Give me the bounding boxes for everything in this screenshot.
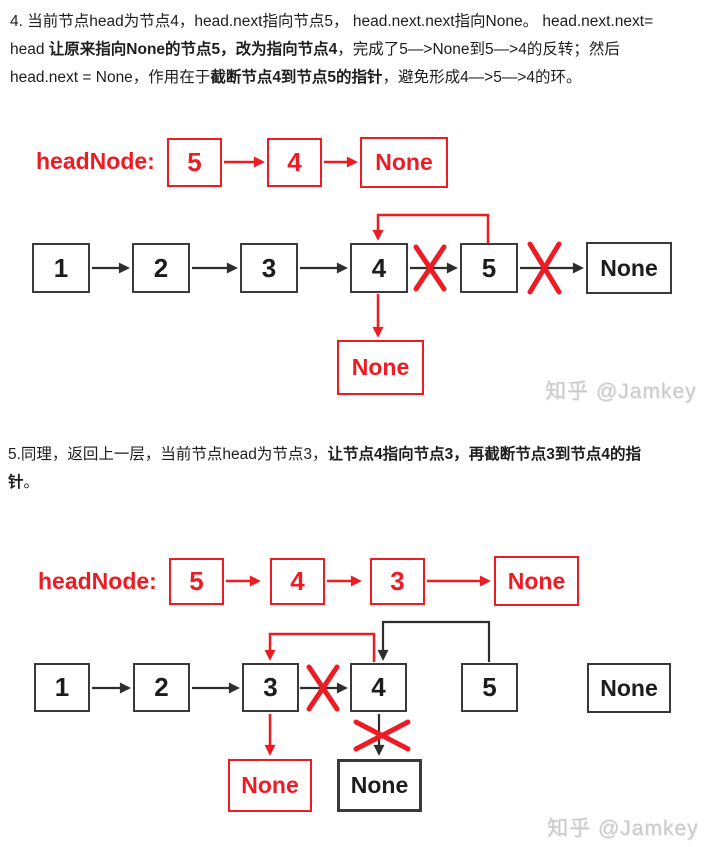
headnode5-node-3: 3 (370, 558, 425, 605)
list5-node-2: 2 (133, 663, 190, 712)
cross-icon-5-to-none (527, 241, 562, 295)
list4-node-3: 3 (240, 243, 298, 293)
list5-node-1: 1 (34, 663, 90, 712)
step4-paragraph: 4. 当前节点head为节点4，head.next指向节点5， head.nex… (10, 8, 653, 92)
headnode4-node-4: 4 (267, 138, 322, 187)
watermark-bottom: 知乎 @Jamkey (547, 817, 699, 840)
list5-node-5: 5 (461, 663, 518, 712)
list4-node-5: 5 (460, 243, 518, 293)
headnode-label-step5: headNode: (38, 568, 157, 594)
headnode5-node-5: 5 (169, 558, 224, 605)
list5-red-none-below-3: None (228, 759, 312, 812)
step5-paragraph: 5.同理，返回上一层，当前节点head为节点3，让节点4指向节点3，再截断节点3… (8, 441, 641, 497)
red-loop-5-to-4 (372, 213, 490, 243)
headnode4-node-5: 5 (167, 138, 222, 187)
step5-line-2: 针。 (8, 474, 40, 491)
list5-node-4: 4 (350, 663, 407, 712)
list5-black-none-below-4: None (337, 759, 422, 812)
headnode5-node-none: None (494, 556, 579, 606)
step4-line-1: 4. 当前节点head为节点4，head.next指向节点5， head.nex… (10, 13, 654, 30)
step4-line-3: head.next = None，作用在于截断节点4到节点5的指针，避免形成4—… (10, 69, 582, 86)
list4-none-below-4: None (337, 340, 424, 395)
list4-node-1: 1 (32, 243, 90, 293)
headnode4-node-none: None (360, 137, 448, 188)
cross-icon-4-to-5 (413, 244, 447, 292)
list4-node-none: None (586, 242, 672, 294)
watermark-top: 知乎 @Jamkey (545, 380, 697, 403)
red-loop-4-to-3 (264, 632, 376, 662)
headnode5-node-4: 4 (270, 558, 325, 605)
cross-icon-3-to-4 (306, 664, 340, 712)
list4-node-2: 2 (132, 243, 190, 293)
step5-line-1: 5.同理，返回上一层，当前节点head为节点3，让节点4指向节点3，再截断节点3… (8, 446, 642, 463)
list5-node-3: 3 (242, 663, 299, 712)
list5-node-none: None (587, 663, 671, 713)
step4-line-2: head 让原来指向None的节点5，改为指向节点4，完成了5—>None到5—… (10, 41, 620, 58)
black-loop-5-to-4 (377, 620, 491, 662)
headnode-label-step4: headNode: (36, 148, 155, 174)
list4-node-4: 4 (350, 243, 408, 293)
cross-icon-4-to-none-below (353, 719, 411, 752)
